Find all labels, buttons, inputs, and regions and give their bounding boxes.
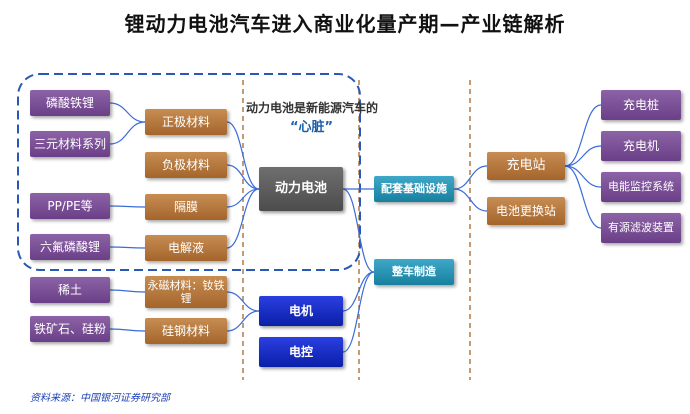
connector-5	[109, 328, 146, 332]
battery-chain-highlight	[17, 73, 361, 271]
connector-lines	[109, 102, 602, 353]
raw-iron-silicon: 铁矿石、硅粉	[30, 316, 110, 342]
connector-3	[109, 246, 146, 249]
connector-0	[109, 102, 146, 123]
raw-pp-pe: PP/PE等	[30, 193, 110, 219]
connector-13	[342, 188, 375, 273]
svc-charging-station: 充电站	[487, 152, 565, 180]
connector-2	[109, 205, 146, 208]
mid-infrastructure: 配套基础设施	[374, 176, 454, 202]
equip-active-filter: 有源滤波装置	[601, 213, 681, 243]
connector-19	[564, 145, 602, 167]
comp-magnet: 永磁材料：钕铁锂	[145, 276, 227, 308]
comp-electrolyte: 电解液	[145, 235, 227, 261]
comp-anode: 负极材料	[145, 152, 227, 178]
connector-18	[564, 104, 602, 167]
comp-cathode: 正极材料	[145, 109, 227, 135]
connector-9	[226, 188, 260, 249]
annotation-line1: 动力电池是新能源汽车的	[246, 101, 379, 115]
connector-17	[453, 188, 488, 212]
raw-lfp: 磷酸铁锂	[30, 90, 110, 116]
connector-15	[342, 271, 375, 353]
comp-silicon-steel: 硅钢材料	[145, 318, 227, 344]
equip-charger: 充电机	[601, 131, 681, 161]
annotation-line2: “心脏”	[290, 120, 334, 135]
core-battery: 动力电池	[259, 167, 343, 211]
connector-4	[109, 289, 146, 293]
connector-11	[226, 310, 260, 332]
connector-21	[564, 165, 602, 229]
connector-10	[226, 291, 260, 312]
dashed-column-separators	[242, 80, 471, 380]
equip-charging-pile: 充电桩	[601, 90, 681, 120]
connector-16	[453, 165, 488, 190]
raw-lipf6: 六氟磷酸锂	[30, 234, 110, 260]
connector-20	[564, 165, 602, 188]
source-note: 资料来源：中国银河证券研究部	[30, 393, 170, 404]
mid-vehicle: 整车制造	[374, 259, 454, 285]
connector-7	[226, 164, 260, 190]
raw-ternary: 三元材料系列	[30, 131, 110, 157]
core-control: 电控	[259, 337, 343, 367]
connector-6	[226, 121, 260, 190]
core-motor: 电机	[259, 296, 343, 326]
page-title: 锂动力电池汽车进入商业化量产期—产业链解析	[124, 12, 566, 36]
connector-1	[109, 121, 146, 145]
raw-rare-earth: 稀土	[30, 277, 110, 303]
comp-separator: 隔膜	[145, 194, 227, 220]
svc-battery-swap: 电池更换站	[487, 197, 565, 225]
equip-power-monitor: 电能监控系统	[601, 172, 681, 202]
